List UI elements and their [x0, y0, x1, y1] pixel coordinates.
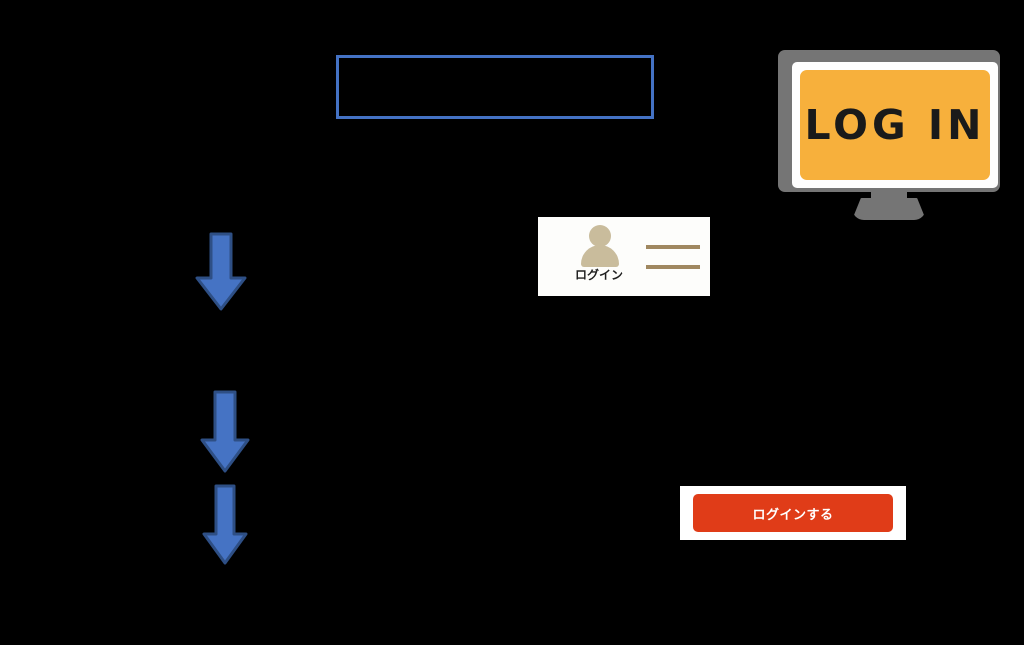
- login-menu-item[interactable]: ログイン: [560, 223, 638, 291]
- login-button-panel: ログインする: [680, 486, 906, 540]
- person-icon: [578, 225, 622, 267]
- login-submit-button[interactable]: ログインする: [693, 494, 893, 532]
- monitor-base: [852, 198, 926, 220]
- monitor-illustration: LOG IN: [772, 46, 1006, 220]
- arrow-step-1: [193, 232, 249, 312]
- hamburger-line-top: [646, 245, 700, 249]
- login-widget-panel: ログイン: [538, 217, 710, 296]
- person-icon-head: [589, 225, 611, 247]
- blue-outline-box-text: [339, 58, 651, 116]
- hamburger-line-bottom: [646, 265, 700, 269]
- arrow-step-3: [200, 484, 250, 566]
- arrow-step-2: [198, 390, 252, 474]
- hamburger-menu-icon[interactable]: [646, 241, 700, 271]
- monitor-bezel: LOG IN: [778, 50, 1000, 192]
- person-icon-body: [581, 245, 619, 267]
- monitor-screen: LOG IN: [800, 70, 990, 180]
- login-menu-label: ログイン: [574, 268, 623, 282]
- blue-outline-box: [336, 55, 654, 119]
- monitor-screen-text: LOG IN: [804, 101, 986, 149]
